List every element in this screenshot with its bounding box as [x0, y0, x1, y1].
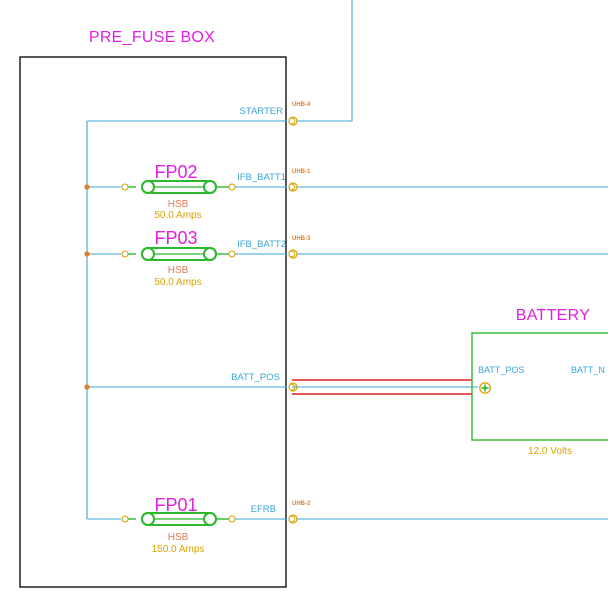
- battery-voltage: 12.0 Volts: [528, 446, 572, 457]
- fuse-end-right: [203, 247, 217, 261]
- terminal-ifb-batt2[interactable]: [288, 249, 298, 259]
- terminal-symbol: [291, 117, 296, 125]
- terminal-id-ifb-batt1: UHB-1: [292, 169, 311, 175]
- fuse-pin: [121, 183, 129, 191]
- connector-label-ifb-batt1: IFB_BATT1: [237, 172, 286, 183]
- terminal-id-ifb-batt2: UHB-3: [292, 236, 311, 242]
- connector-label-starter: STARTER: [240, 106, 284, 117]
- external-wires: [292, 0, 608, 520]
- fuse-type: HSB: [168, 265, 189, 276]
- terminal-ifb-batt1[interactable]: [288, 182, 298, 192]
- battery[interactable]: BATTERY BATT_POS BATT_N 12.0 Volts: [471, 307, 608, 457]
- fuse-rating: 50.0 Amps: [154, 277, 201, 288]
- fuse-end-left: [141, 180, 155, 194]
- fuse-end-left: [141, 247, 155, 261]
- battery-pin-label-neg: BATT_N: [571, 365, 605, 375]
- fuse-pin: [228, 183, 236, 191]
- connector-label-ifb-batt2: IFB_BATT2: [237, 239, 286, 250]
- terminal-efrb[interactable]: [288, 514, 298, 524]
- fuse-type: HSB: [168, 199, 189, 210]
- wire-batt-pos-cable[interactable]: [292, 379, 478, 395]
- terminal-symbol: [291, 515, 296, 523]
- junction-dot: [84, 384, 90, 390]
- fuse-pin: [121, 515, 129, 523]
- battery-positive-terminal-icon[interactable]: [479, 382, 491, 394]
- fuse-rating: 150.0 Amps: [152, 544, 205, 555]
- terminal-symbol: [291, 250, 296, 258]
- prefuse-box: PRE_FUSE BOX: [19, 29, 287, 588]
- terminals: [288, 116, 298, 524]
- fuse-fp01[interactable]: FP01 HSB 150.0 Amps: [121, 495, 287, 555]
- fuse-end-left: [141, 512, 155, 526]
- fuse-name: FP03: [154, 228, 197, 248]
- fuse-rating: 50.0 Amps: [154, 210, 201, 221]
- fuse-name: FP02: [154, 162, 197, 182]
- fuse-fp02[interactable]: FP02 HSB 50.0 Amps: [121, 162, 287, 221]
- battery-title: BATTERY: [516, 307, 590, 324]
- fuse-type: HSB: [168, 532, 189, 543]
- terminal-symbol: [291, 183, 296, 191]
- fuse-fp03[interactable]: FP03 HSB 50.0 Amps: [121, 228, 287, 288]
- prefuse-box-title: PRE_FUSE BOX: [89, 29, 215, 46]
- connector-label-batt-pos: BATT_POS: [231, 372, 280, 383]
- terminal-id-starter: UHB-4: [292, 102, 311, 108]
- connector-label-efrb: EFRB: [251, 504, 276, 515]
- fuse-pin: [121, 250, 129, 258]
- battery-outline: [471, 332, 608, 441]
- terminal-id-efrb: UHB-2: [292, 501, 311, 507]
- fuse-end-right: [203, 180, 217, 194]
- wire-starter[interactable]: [297, 0, 353, 122]
- prefuse-box-outline: [19, 56, 287, 588]
- junction-dot: [84, 184, 90, 190]
- terminal-starter[interactable]: [288, 116, 298, 126]
- junction-dot: [84, 251, 90, 257]
- fuse-name: FP01: [154, 495, 197, 515]
- fuse-pin: [228, 515, 236, 523]
- fuse-end-right: [203, 512, 217, 526]
- terminal-ids: UHB-4 UHB-1 UHB-3 UHB-2: [292, 102, 311, 507]
- fuse-pin: [228, 250, 236, 258]
- battery-pin-label-pos: BATT_POS: [478, 365, 524, 375]
- connector-labels: STARTER IFB_BATT1 IFB_BATT2 BATT_POS EFR…: [231, 106, 286, 515]
- internal-bus: [84, 120, 287, 520]
